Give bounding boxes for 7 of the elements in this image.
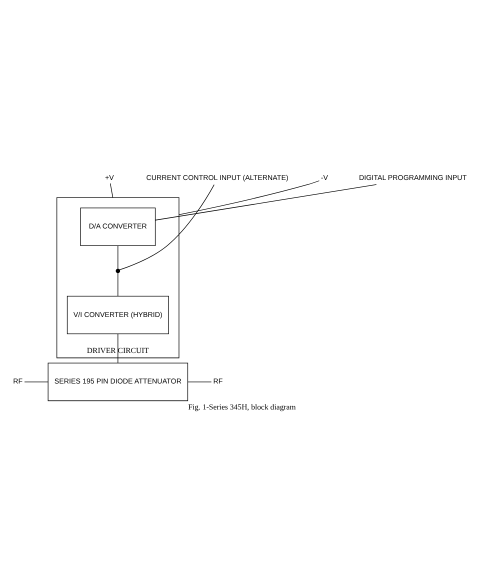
connector <box>188 381 212 382</box>
connector <box>155 184 377 220</box>
connector <box>178 180 320 214</box>
connector <box>119 184 214 270</box>
connector <box>110 182 114 198</box>
node-circle <box>116 268 120 273</box>
connector <box>24 381 48 382</box>
